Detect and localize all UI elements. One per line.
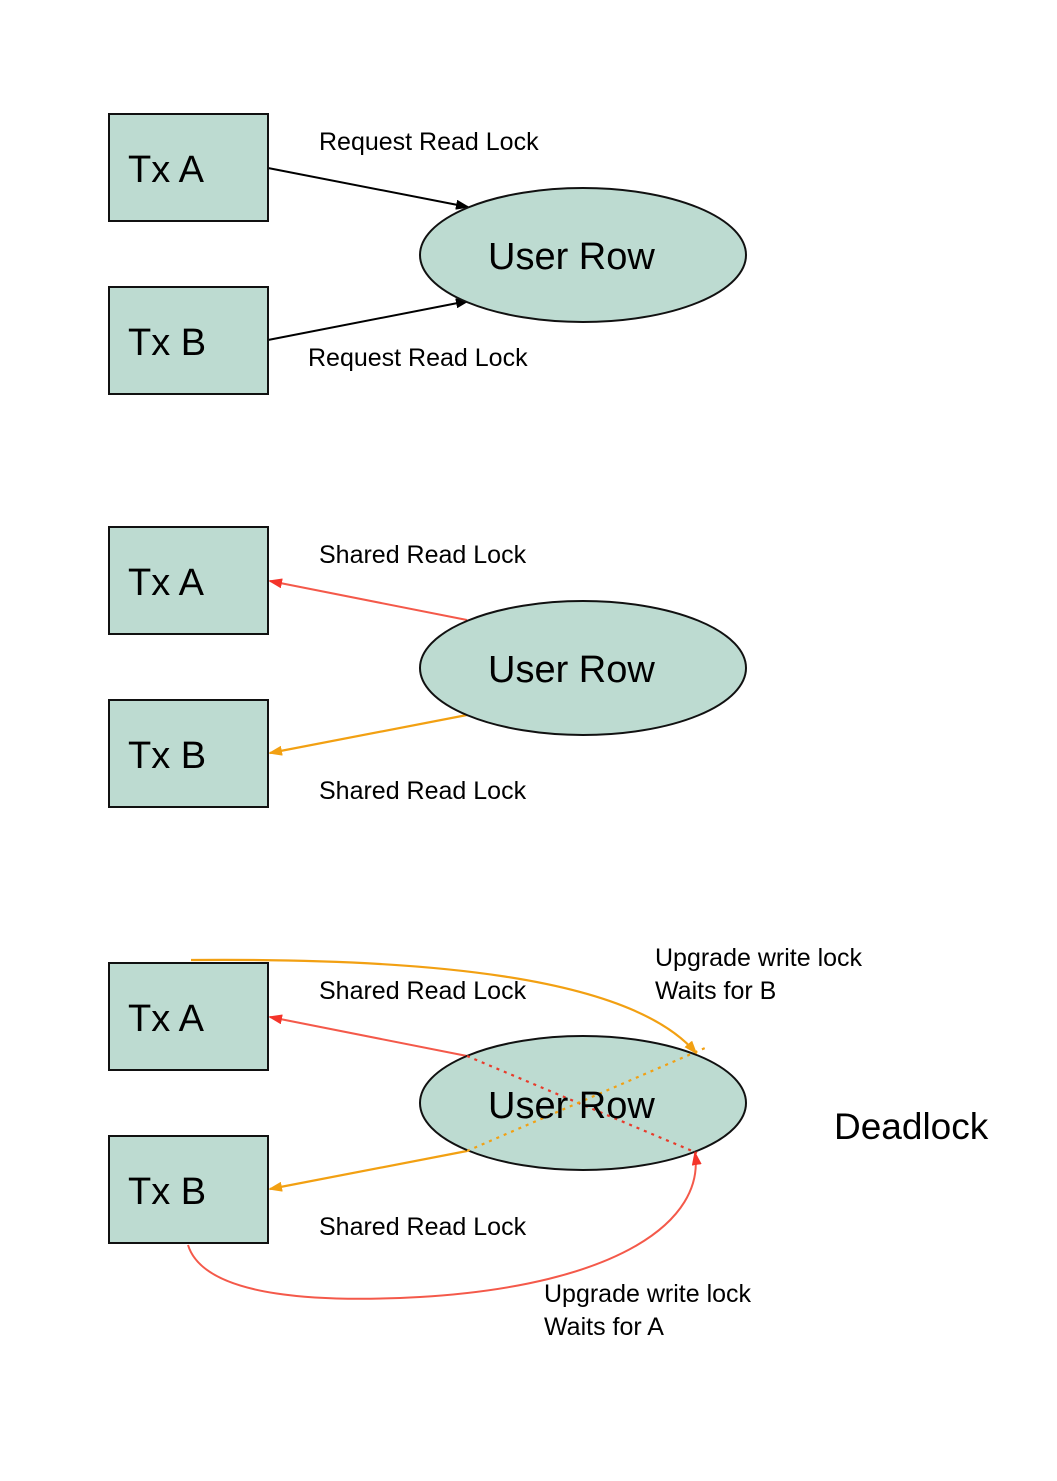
tx-b-request-arrow [267, 298, 470, 341]
panel-deadlock: Tx A Tx B User Row Shared Read Lock Shar… [108, 944, 989, 1341]
tx-b-shared-lock-label: Shared Read Lock [319, 777, 527, 805]
tx-a-request-label: Request Read Lock [319, 128, 539, 156]
tx-b-shared-lock-arrow [268, 713, 468, 756]
user-row-node [419, 187, 747, 323]
tx-b-box [108, 699, 269, 808]
tx-b-upgrade-label-line2: Waits for A [544, 1313, 664, 1341]
tx-a-box [108, 526, 269, 635]
user-row-label: User Row [488, 1085, 655, 1127]
user-row-node [419, 600, 747, 736]
tx-b-label: Tx B [128, 1171, 206, 1213]
tx-b-box [108, 1135, 269, 1244]
user-row-label: User Row [488, 649, 655, 691]
tx-a-shared-lock-arrow [268, 578, 468, 621]
panel-request-read-locks: Tx A Tx B User Row Request Read Lock Req… [108, 113, 747, 395]
tx-a-request-arrow [267, 167, 470, 210]
tx-a-box [108, 962, 269, 1071]
tx-a-label: Tx A [128, 998, 205, 1040]
tx-b-upgrade-label-line1: Upgrade write lock [544, 1280, 752, 1308]
tx-b-shared-lock-arrow [268, 1149, 468, 1192]
tx-b-request-label: Request Read Lock [308, 344, 528, 372]
tx-b-box [108, 286, 269, 395]
tx-a-shared-lock-label: Shared Read Lock [319, 541, 527, 569]
tx-a-upgrade-write-lock-arrow [190, 958, 698, 1055]
tx-b-label: Tx B [128, 735, 206, 777]
tx-a-lock-path-dotted [466, 1054, 698, 1155]
tx-a-box [108, 113, 269, 222]
tx-b-lock-path-dotted [466, 1046, 706, 1153]
user-row-node [419, 1035, 747, 1171]
user-row-label: User Row [488, 236, 655, 278]
panel-shared-read-locks: Tx A Tx B User Row Shared Read Lock Shar… [108, 526, 747, 808]
tx-a-shared-lock-arrow [268, 1014, 468, 1057]
tx-a-label: Tx A [128, 562, 205, 604]
tx-a-upgrade-label-line1: Upgrade write lock [655, 944, 863, 972]
tx-a-label: Tx A [128, 149, 205, 191]
tx-b-shared-lock-label: Shared Read Lock [319, 1213, 527, 1241]
tx-b-upgrade-write-lock-arrow [187, 1151, 702, 1300]
tx-b-label: Tx B [128, 322, 206, 364]
tx-a-upgrade-label-line2: Waits for B [655, 977, 776, 1005]
tx-a-shared-lock-label: Shared Read Lock [319, 977, 527, 1005]
deadlock-label: Deadlock [834, 1106, 989, 1147]
